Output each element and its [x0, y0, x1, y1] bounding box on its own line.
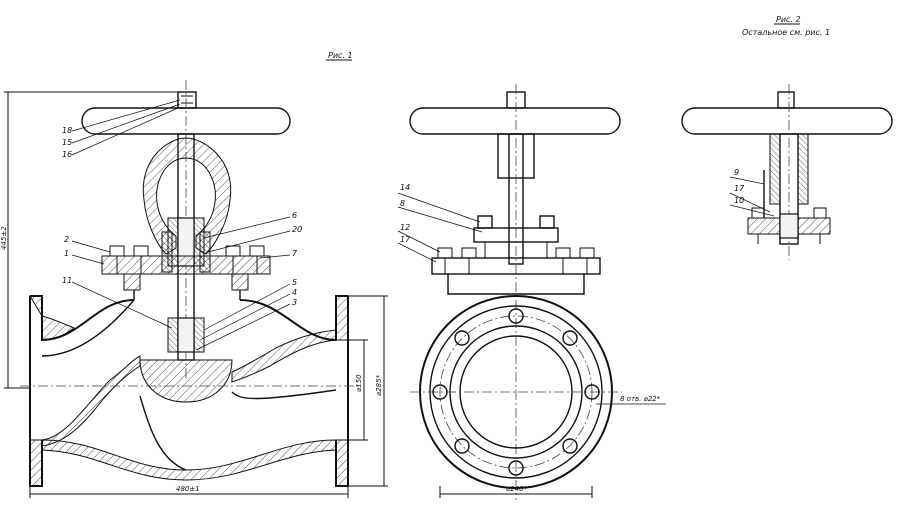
callout-20: 20: [292, 225, 302, 234]
flange-outer-label: ⌀285*: [375, 374, 383, 396]
callout-4: 4: [292, 288, 297, 297]
side-bonnet-flange: [431, 257, 601, 275]
view2-handwheel: [681, 107, 893, 135]
callout-1: 1: [64, 249, 69, 258]
view1-section: [4, 80, 388, 498]
length-label: 480±1: [176, 485, 200, 493]
callout-12: 12: [400, 223, 410, 232]
valve-disc: [139, 359, 233, 403]
callout-5: 5: [292, 278, 297, 287]
callout-16: 16: [62, 150, 72, 159]
view2-subcaption: Остальное см. рис. 1: [742, 28, 830, 37]
callout-17-view2: 17: [734, 184, 745, 193]
bore-label: ⌀150: [355, 374, 363, 392]
callout-2: 2: [64, 235, 69, 244]
bonnet-flange: [101, 255, 271, 275]
side-view: [397, 84, 666, 500]
callout-9: 9: [734, 168, 739, 177]
bolt-circle-label: ⌀240*: [506, 485, 528, 493]
callout-7: 7: [292, 249, 298, 258]
view2-caption: Рис. 2: [776, 15, 801, 24]
view1-caption: Рис. 1: [328, 51, 353, 60]
view2-partial: [681, 84, 893, 260]
callout-18: 18: [62, 126, 72, 135]
callout-15: 15: [62, 138, 72, 147]
callout-3: 3: [292, 298, 297, 307]
callout-8: 8: [400, 199, 405, 208]
holes-note-label: 8 отв. ⌀22*: [620, 395, 661, 403]
callout-17-side: 17: [400, 235, 411, 244]
callout-6: 6: [292, 211, 297, 220]
side-handwheel: [409, 107, 621, 135]
callout-10: 10: [734, 196, 744, 205]
callout-14: 14: [400, 183, 410, 192]
top-nut: [177, 91, 197, 109]
callout-11: 11: [62, 276, 72, 285]
yoke-dome: [142, 137, 232, 255]
overall-height-label: 445±2: [0, 226, 8, 250]
